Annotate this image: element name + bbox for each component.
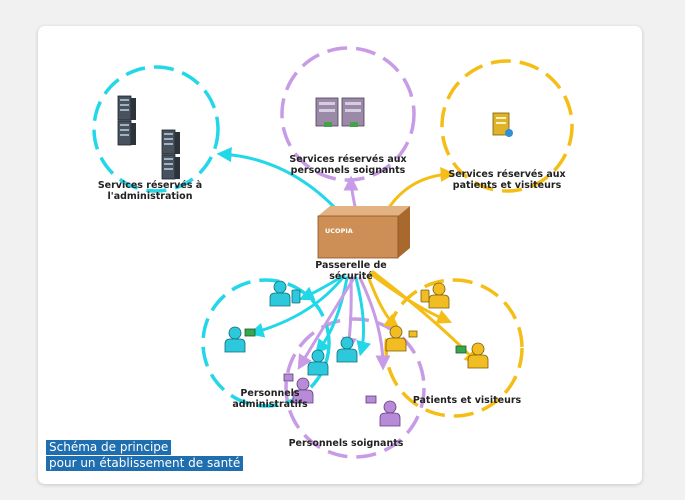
admin-server-icon <box>117 95 181 180</box>
caption-line2: pour un établissement de santé <box>46 456 244 471</box>
caption-line1: Schéma de principe <box>46 440 172 455</box>
staff-services-label-line2: personnels soignants <box>291 165 406 176</box>
visitor-services-label-line1: Services réservés aux <box>448 169 565 180</box>
visitor-server-icon <box>492 112 513 137</box>
admin-services-label-line2: l'administration <box>108 191 193 202</box>
admin-staff-label-line2: administratifs <box>232 399 308 410</box>
visitor-services-label-line2: patients et visiteurs <box>453 180 562 191</box>
medical-person-icon <box>292 377 401 427</box>
gateway-box-text: UCOPIA <box>325 227 353 235</box>
staff-services-label-line1: Services réservés aux <box>289 154 406 165</box>
gateway-box-icon: UCOPIA <box>317 206 410 259</box>
gateway-label-line1: Passerelle de <box>315 260 387 271</box>
gateway-label-line2: sécurité <box>329 271 372 282</box>
admin-services-zone <box>92 65 220 193</box>
admin-staff-label-line1: Personnels <box>240 388 299 399</box>
diagram-card: UCOPIA Passerelle de sécurité <box>38 26 642 484</box>
medical-staff-zone <box>284 317 426 459</box>
patients-label: Patients et visiteurs <box>413 395 522 406</box>
visitor-services-zone <box>440 59 574 193</box>
staff-server-icon <box>315 97 365 127</box>
medical-staff-label: Personnels soignants <box>289 438 404 449</box>
admin-services-label-line1: Services réservés à <box>98 180 202 191</box>
device-icon <box>244 289 467 404</box>
network-diagram: UCOPIA Passerelle de sécurité <box>92 46 574 459</box>
diagram-caption: Schéma de principe pour un établissement… <box>46 440 244 471</box>
